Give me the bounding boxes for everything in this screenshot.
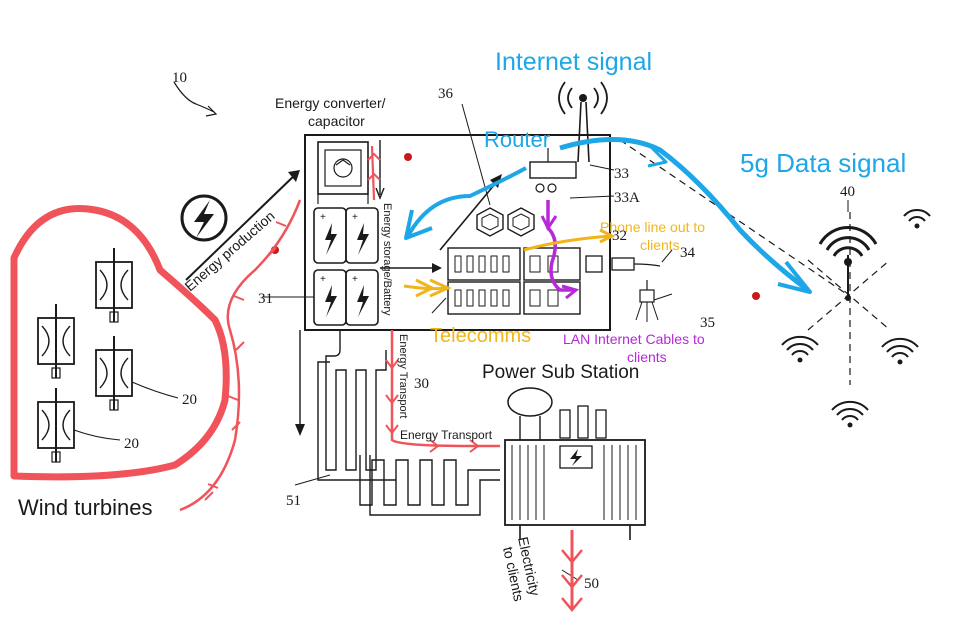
ref-50: 50 xyxy=(584,576,599,592)
lan-label-2: clients xyxy=(627,349,667,365)
battery-bank: + + + + xyxy=(313,207,379,326)
energy-converter-unit xyxy=(317,141,369,204)
ref-51: 51 xyxy=(286,493,301,509)
antenna-tower xyxy=(558,81,608,163)
ref-33a: 33A xyxy=(614,190,640,206)
svg-text:+: + xyxy=(320,274,326,285)
ref-33: 33 xyxy=(614,166,629,182)
phone-line-label-2: clients xyxy=(640,237,680,253)
5g-signal-arrow xyxy=(559,136,810,293)
ref-32: 32 xyxy=(612,228,627,244)
ref-40: 40 xyxy=(840,184,855,200)
wind-turbine-4 xyxy=(37,388,75,463)
energy-transport-horizontal-label: Energy Transport xyxy=(400,428,493,442)
energy-transport-vertical-label: Energy Transport xyxy=(397,334,409,418)
wifi-icon-left xyxy=(781,335,819,363)
wind-turbine-2 xyxy=(37,304,75,379)
lan-label-1: LAN Internet Cables to xyxy=(563,331,705,347)
transformer xyxy=(504,387,646,540)
hex-modules xyxy=(476,207,535,237)
telecom-racks xyxy=(447,247,581,315)
lan-cable-line xyxy=(546,200,574,292)
serpentine-ducts xyxy=(317,330,500,516)
ref-31: 31 xyxy=(258,291,273,307)
router-label: Router xyxy=(484,127,550,152)
telecomms-label: Telecomms xyxy=(430,325,531,347)
marker-dot xyxy=(404,153,412,161)
svg-text:+: + xyxy=(320,212,326,223)
wind-turbine-3 xyxy=(95,336,133,411)
ref-20a: 20 xyxy=(182,392,197,408)
ref-35: 35 xyxy=(700,315,715,331)
wifi-icon-right xyxy=(881,337,919,365)
wind-turbines-label: Wind turbines xyxy=(18,495,153,520)
energy-converter-label-2: capacitor xyxy=(308,113,365,129)
router-device xyxy=(529,148,577,193)
ref-10: 10 xyxy=(172,70,187,86)
internet-signal-arrow xyxy=(406,166,527,237)
telecom-arrow xyxy=(403,284,447,291)
ref-20b: 20 xyxy=(124,436,139,452)
wifi-icon-bottom xyxy=(831,400,869,428)
phone-line-label-1: Phone line out to xyxy=(600,219,705,235)
wind-turbine-1 xyxy=(95,248,133,323)
marker-dot xyxy=(752,292,760,300)
ref-34: 34 xyxy=(680,245,696,261)
svg-text:+: + xyxy=(352,212,358,223)
power-sub-station-label: Power Sub Station xyxy=(482,362,639,383)
facility-box xyxy=(304,134,611,331)
svg-text:+: + xyxy=(352,274,358,285)
energy-storage-label: Energy storage/Battery xyxy=(381,203,393,316)
energy-transport-line xyxy=(390,330,500,448)
wifi-icon-top-right xyxy=(903,209,931,229)
wifi-icon-center xyxy=(818,226,878,266)
lightning-icon xyxy=(180,194,228,242)
5g-tower xyxy=(619,139,891,385)
phone-connector xyxy=(585,255,661,273)
wireless-emitter xyxy=(635,280,659,322)
energy-converter-label-1: Energy converter/ xyxy=(275,95,386,111)
five-g-label: 5g Data signal xyxy=(740,148,906,178)
ref-36: 36 xyxy=(438,86,454,102)
ref-30: 30 xyxy=(414,376,429,392)
phone-line-arrow xyxy=(523,234,611,252)
internet-signal-label: Internet signal xyxy=(495,48,652,76)
wind-turbine-outline xyxy=(10,205,230,481)
